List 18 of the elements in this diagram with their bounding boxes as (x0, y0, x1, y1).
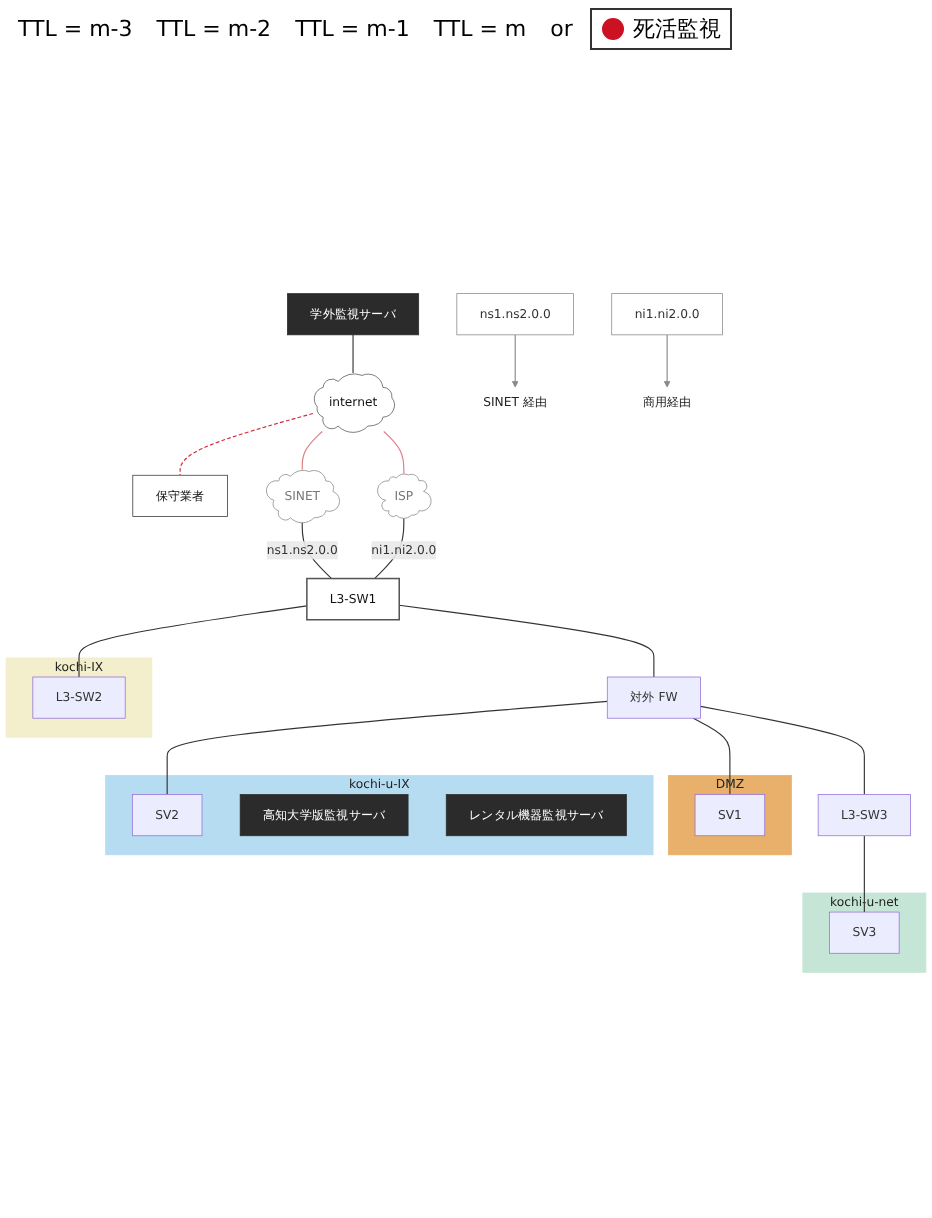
connector (398, 604, 655, 678)
note-text: TTL = m-1 (293, 14, 412, 44)
note-text: TTL = m (431, 14, 529, 44)
arrow (511, 334, 519, 388)
connector (179, 412, 314, 476)
connector (301, 430, 323, 471)
connector (383, 430, 405, 475)
connector (166, 700, 608, 796)
connector (692, 717, 731, 796)
note-text: TTL = m-2 (154, 14, 274, 44)
arrow (663, 334, 671, 388)
connector (863, 835, 865, 913)
connector (699, 705, 865, 796)
note-text: or (548, 14, 575, 44)
connector (78, 605, 308, 678)
connector (352, 334, 354, 374)
note-text: TTL = m-3 (16, 14, 135, 44)
legend-text: 死活監視 (632, 14, 721, 44)
